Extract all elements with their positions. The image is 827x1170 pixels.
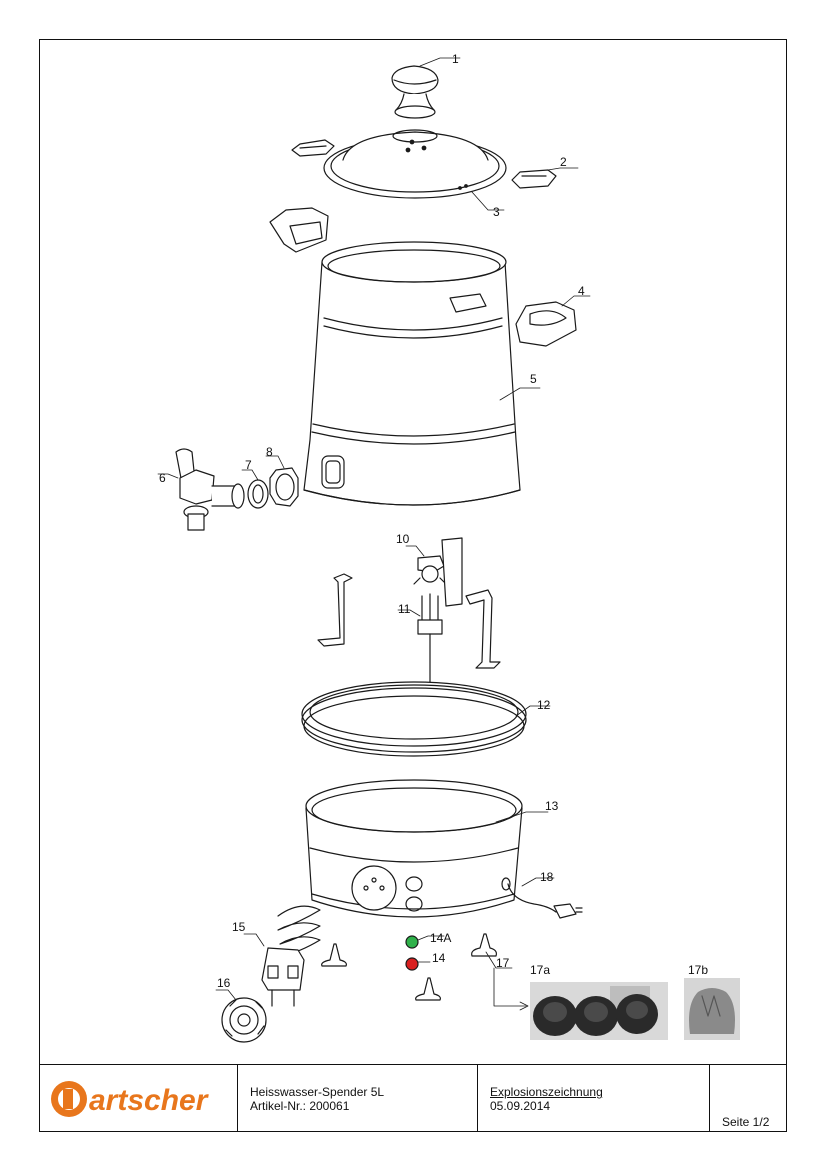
- document-date: 05.09.2014: [490, 1099, 551, 1113]
- callout-11: 11: [398, 602, 411, 616]
- page-number: Seite 1/2: [722, 1115, 770, 1129]
- callout-2: 2: [560, 155, 567, 169]
- callout-16: 16: [217, 976, 231, 990]
- part-3-lid: [323, 129, 507, 199]
- logo-wordmark: artscher: [89, 1084, 210, 1117]
- part-16-knob: [221, 997, 267, 1043]
- photo-17a-feet: [530, 982, 668, 1040]
- part-13-base: [305, 779, 523, 918]
- callout-17a: 17a: [530, 963, 551, 977]
- callout-5: 5: [530, 372, 537, 386]
- part-6-tap: [175, 448, 245, 531]
- callout-4: 4: [578, 284, 585, 298]
- part-2-clips: [269, 139, 557, 253]
- page-cell: Seite 1/2: [709, 1065, 787, 1132]
- article-number: Artikel-Nr.: 200061: [250, 1099, 350, 1113]
- part-11-heating-element: [417, 593, 443, 689]
- product-cell: Heisswasser-Spender 5L Artikel-Nr.: 2000…: [237, 1065, 477, 1132]
- callout-13: 13: [545, 799, 559, 813]
- bartscher-logo: artscher: [51, 1081, 210, 1117]
- callout-15: 15: [232, 920, 246, 934]
- callout-14: 14: [432, 951, 446, 965]
- document-type: Explosionszeichnung: [490, 1085, 603, 1099]
- part-1-lid-knob: [391, 65, 439, 119]
- part-14-indicator-lamps: [405, 935, 419, 971]
- photo-17b-foot: [684, 978, 740, 1040]
- part-5-vessel: [303, 241, 521, 506]
- callout-14a: 14A: [430, 931, 452, 945]
- product-name: Heisswasser-Spender 5L: [250, 1085, 385, 1099]
- part-4-handle: [515, 301, 577, 347]
- callout-17: 17: [496, 956, 510, 970]
- callout-12: 12: [537, 698, 551, 712]
- callout-17b: 17b: [688, 963, 709, 977]
- drawing-sheet-border: [39, 39, 787, 1132]
- part-7-gasket: [247, 479, 269, 509]
- callout-8: 8: [266, 445, 273, 459]
- part-12-seal-ring: [301, 681, 527, 757]
- part-10-thermostat: [413, 537, 463, 607]
- callout-6: 6: [159, 471, 166, 485]
- part-17-feet: [321, 933, 497, 1001]
- title-block: artscher Heisswasser-Spender 5L Artikel-…: [39, 1064, 787, 1132]
- callout-1: 1: [452, 52, 459, 66]
- callout-7: 7: [245, 458, 252, 472]
- part-18-power-cable: [507, 883, 583, 919]
- part-8-nut: [269, 467, 299, 507]
- callout-18: 18: [540, 870, 554, 884]
- part-15-connector: [261, 905, 321, 1007]
- brackets: [317, 573, 501, 669]
- document-cell: Explosionszeichnung 05.09.2014: [477, 1065, 709, 1132]
- callout-10: 10: [396, 532, 410, 546]
- callout-3: 3: [493, 205, 500, 219]
